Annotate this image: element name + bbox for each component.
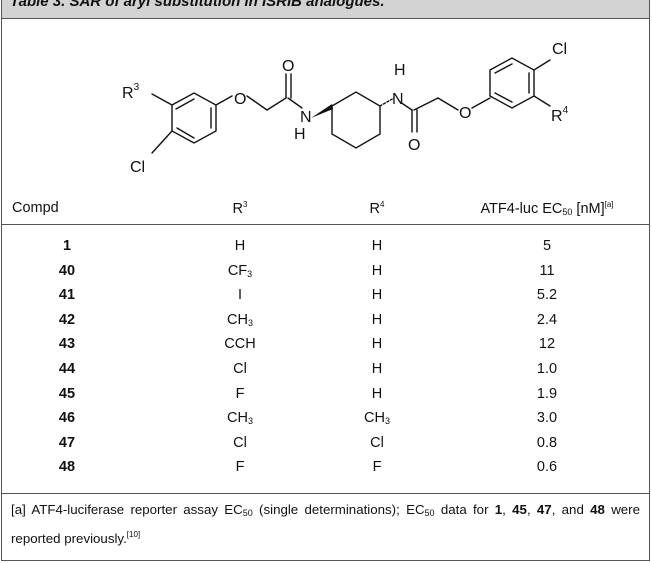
- cell-r4: H: [371, 360, 383, 377]
- left-ring-double-bond-1: [175, 98, 195, 110]
- cell-compd: 44: [58, 360, 76, 377]
- left-ch2-bond: [266, 97, 287, 111]
- right-benzene-ring: [489, 57, 535, 109]
- right-ring-double-bond-3: [494, 92, 513, 103]
- cell-r3: I: [237, 287, 243, 304]
- cell-r3: Cl: [233, 360, 247, 377]
- right-amide-n-label: N: [392, 91, 404, 108]
- r4-label: R4: [551, 105, 569, 125]
- cell-r4: F: [372, 459, 382, 476]
- table-row: 48 F F 0.6: [2, 459, 649, 484]
- cell-r4: H: [371, 385, 383, 402]
- header-ec50: ATF4-luc EC50 [nM][a]: [480, 200, 614, 217]
- cell-compd: 46: [58, 410, 76, 427]
- cell-ec50: 11: [539, 262, 555, 279]
- right-amide-h-label: H: [394, 62, 406, 79]
- cell-compd: 48: [58, 459, 76, 476]
- right-hashed-bond: [379, 97, 395, 107]
- table-row: 40 CF3 H 11: [2, 263, 649, 288]
- cell-compd: 41: [58, 287, 76, 304]
- cell-ec50: 12: [538, 336, 556, 353]
- left-amide-h-label: H: [294, 126, 306, 143]
- table-row: 44 Cl H 1.0: [2, 361, 649, 386]
- cell-r3: F: [235, 385, 245, 402]
- r3-label: R3: [122, 82, 140, 102]
- left-amide-n-label: N: [300, 109, 312, 126]
- header-compd: Compd: [12, 200, 59, 216]
- cell-ec50: 1.9: [536, 385, 558, 402]
- right-ring-double-bond-1: [494, 63, 513, 74]
- cell-ec50: 5.2: [536, 287, 558, 304]
- cell-r4: H: [371, 287, 383, 304]
- left-ether-bond-b: [246, 95, 268, 111]
- cell-compd: 43: [58, 336, 76, 353]
- table-row: 47 Cl Cl 0.8: [2, 435, 649, 460]
- r3-bond: [151, 93, 173, 106]
- left-ring-double-bond-3: [176, 127, 195, 139]
- cell-r3: CCH: [224, 336, 256, 353]
- table-row: 46 CH3 CH3 3.0: [2, 410, 649, 435]
- cell-r4: CH3: [364, 410, 390, 427]
- cell-r3: H: [234, 238, 246, 254]
- cell-r3: CH3: [227, 311, 253, 328]
- cl-right-label: Cl: [552, 41, 567, 58]
- right-ether-bond-b: [471, 97, 491, 109]
- cell-r4: Cl: [370, 434, 384, 451]
- right-ch2-bond: [413, 97, 439, 111]
- left-amide-bond: [287, 97, 303, 109]
- right-amide-bond: [399, 101, 413, 111]
- header-r4: R4: [369, 200, 385, 217]
- cell-ec50: 3.0: [536, 410, 558, 427]
- table-row: 45 F H 1.9: [2, 386, 649, 411]
- cell-compd: 42: [58, 311, 76, 328]
- cell-r4: H: [371, 262, 383, 279]
- table-body: 1 H H 5 40 CF3 H 11 41 I H 5.2 42 CH3 H …: [2, 238, 649, 484]
- cl-right-bond: [533, 59, 551, 71]
- cell-r3: CF3: [227, 262, 253, 279]
- cell-compd: 40: [58, 262, 76, 279]
- table-footnote: [a] ATF4-luciferase reporter assay EC50 …: [2, 493, 649, 550]
- right-ether-o-label: O: [459, 105, 471, 122]
- left-carbonyl-o-label: O: [282, 58, 294, 75]
- right-ether-bond-a: [437, 97, 459, 111]
- cell-r4: H: [371, 311, 383, 328]
- table-caption-bar: Table 3. SAR of aryl substitution in ISR…: [2, 0, 649, 19]
- left-ether-o-label: O: [234, 91, 246, 108]
- table-header-row: Compd R3 R4 ATF4-luc EC50 [nM][a]: [2, 200, 649, 225]
- left-benzene-ring: [171, 92, 217, 144]
- cell-compd: 1: [62, 238, 72, 254]
- table-row: 1 H H 5: [2, 238, 649, 263]
- cell-compd: 47: [58, 434, 76, 451]
- cell-r3: F: [235, 459, 245, 476]
- cell-ec50: 5: [542, 238, 552, 254]
- header-r3: R3: [232, 200, 248, 217]
- r4-bond: [533, 95, 551, 107]
- table-caption: Table 3. SAR of aryl substitution in ISR…: [10, 0, 385, 10]
- left-ether-bond-a: [215, 95, 233, 106]
- cell-r3: CH3: [227, 410, 253, 427]
- table-row: 43 CCH H 12: [2, 336, 649, 361]
- cell-r4: H: [371, 238, 383, 254]
- table-row: 41 I H 5.2: [2, 287, 649, 312]
- cell-ec50: 0.6: [536, 459, 558, 476]
- cell-r3: Cl: [233, 434, 247, 451]
- reference-marker: [10]: [126, 530, 141, 539]
- chemical-structure: R3 Cl O O N H H N O O Cl R4: [122, 41, 569, 176]
- cell-r4: H: [371, 336, 383, 353]
- cl-left-label: Cl: [130, 159, 145, 176]
- cell-compd: 45: [58, 385, 76, 402]
- cell-ec50: 1.0: [536, 360, 558, 377]
- right-carbonyl-o-label: O: [408, 137, 420, 154]
- cyclohexane-ring: [331, 91, 381, 149]
- cell-ec50: 0.8: [536, 434, 558, 451]
- table-row: 42 CH3 H 2.4: [2, 312, 649, 337]
- left-wedge-bond: [311, 104, 333, 118]
- cl-left-bond: [151, 130, 173, 154]
- cell-ec50: 2.4: [536, 311, 558, 328]
